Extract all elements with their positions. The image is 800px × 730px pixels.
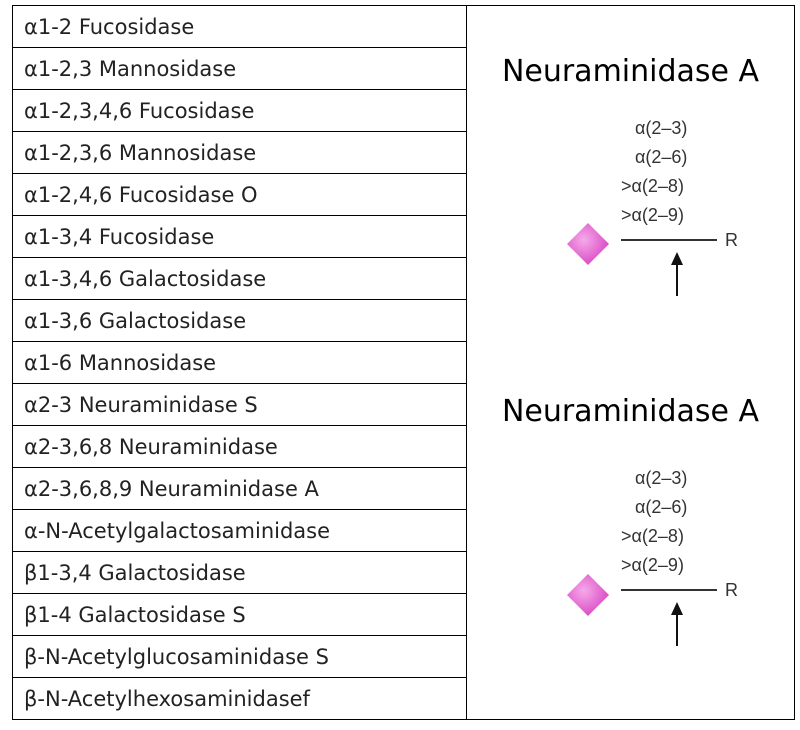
list-item: β-N-Acetylhexosaminidasef (13, 678, 466, 719)
list-item: α1-3,4,6 Galactosidase (13, 258, 466, 300)
linkage-label: α(2–3) (635, 468, 688, 488)
enzyme-table: α1-2 Fucosidase α1-2,3 Mannosidase α1-2,… (12, 5, 795, 720)
cleavage-diagram: α(2–3) α(2–6) >α(2–8) >α(2–9) R (567, 468, 757, 648)
enzyme-list: α1-2 Fucosidase α1-2,3 Mannosidase α1-2,… (13, 6, 467, 719)
list-item: β1-3,4 Galactosidase (13, 552, 466, 594)
linkage-label: >α(2–9) (621, 205, 684, 225)
enzyme-name: β-N-Acetylhexosaminidasef (24, 686, 310, 711)
enzyme-name: α2-3 Neuraminidase S (24, 392, 258, 417)
enzyme-name: α1-2,3,6 Mannosidase (24, 140, 257, 165)
panel-title: Neuraminidase A (501, 54, 760, 89)
specificity-panel: Neuraminidase A α(2–3) α(2–6) >α(2–8) >α… (467, 6, 794, 719)
list-item: α1-3,6 Galactosidase (13, 300, 466, 342)
enzyme-name: α2-3,6,8 Neuraminidase (24, 434, 278, 459)
list-item: α1-2,3,6 Mannosidase (13, 132, 466, 174)
enzyme-name: α1-2,3,4,6 Fucosidase (24, 98, 255, 123)
enzyme-name: β1-3,4 Galactosidase (24, 560, 246, 585)
linkage-label: α(2–6) (635, 147, 688, 167)
list-item: β-N-Acetylglucosaminidase S (13, 636, 466, 678)
linkage-label: α(2–3) (635, 118, 688, 138)
diagram-graphic (567, 574, 717, 646)
enzyme-name: β1-4 Galactosidase S (24, 602, 246, 627)
linkage-label: α(2–6) (635, 497, 688, 517)
linkage-label: >α(2–8) (621, 526, 684, 546)
list-item: α1-2 Fucosidase (13, 6, 466, 48)
reducing-end-label: R (725, 580, 738, 600)
enzyme-name: α1-3,4 Fucosidase (24, 224, 215, 249)
enzyme-name: α1-2,3 Mannosidase (24, 56, 237, 81)
diagram-graphic (567, 223, 717, 296)
reducing-end-label: R (725, 230, 738, 250)
list-item: α1-2,4,6 Fucosidase O (13, 174, 466, 216)
list-item: α1-6 Mannosidase (13, 342, 466, 384)
enzyme-name: α1-2 Fucosidase (24, 14, 195, 39)
panel-title: Neuraminidase A (501, 394, 760, 429)
enzyme-name: α-N-Acetylgalactosaminidase (24, 518, 331, 543)
list-item: β1-4 Galactosidase S (13, 594, 466, 636)
enzyme-name: β-N-Acetylglucosaminidase S (24, 644, 329, 669)
enzyme-name: α1-3,4,6 Galactosidase (24, 266, 267, 291)
linkage-label: >α(2–9) (621, 555, 684, 575)
cleavage-diagram: α(2–3) α(2–6) >α(2–8) >α(2–9) R (567, 118, 757, 298)
linkage-label: >α(2–8) (621, 176, 684, 196)
enzyme-name: α1-2,4,6 Fucosidase O (24, 182, 258, 207)
enzyme-name: α2-3,6,8,9 Neuraminidase A (24, 476, 319, 501)
list-item: α-N-Acetylgalactosaminidase (13, 510, 466, 552)
sialic-acid-diamond-icon (567, 223, 609, 265)
list-item: α1-2,3 Mannosidase (13, 48, 466, 90)
list-item: α2-3,6,8,9 Neuraminidase A (13, 468, 466, 510)
enzyme-name: α1-6 Mannosidase (24, 350, 217, 375)
list-item: α1-2,3,4,6 Fucosidase (13, 90, 466, 132)
enzyme-name: α1-3,6 Galactosidase (24, 308, 247, 333)
sialic-acid-diamond-icon (567, 574, 609, 616)
list-item: α2-3 Neuraminidase S (13, 384, 466, 426)
list-item: α2-3,6,8 Neuraminidase (13, 426, 466, 468)
list-item: α1-3,4 Fucosidase (13, 216, 466, 258)
